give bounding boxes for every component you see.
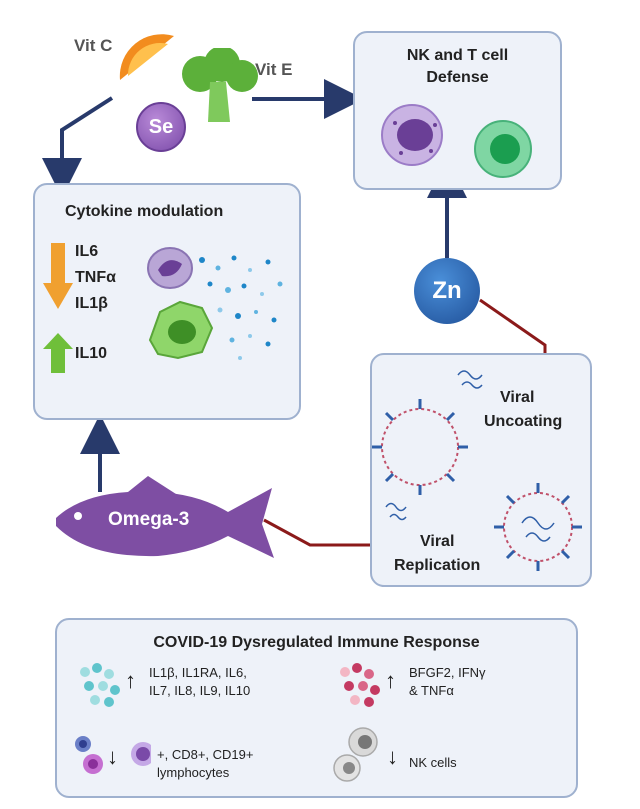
- cytokine-down-1: IL6: [75, 243, 99, 260]
- nk-title-line2: Defense: [426, 69, 489, 86]
- cytokine-up-1: IL10: [75, 345, 108, 362]
- viral-box: Viral Uncoating Viral Replication: [370, 353, 592, 587]
- orange-slice-icon: [119, 34, 174, 80]
- vitc-to-cytokine-arrow: [42, 96, 114, 198]
- legend-item2-line2: & TNFα: [409, 683, 454, 698]
- legend-item1-arrow-up-icon: ↑: [125, 668, 136, 693]
- up-arrow-icon: [43, 333, 73, 373]
- replication-label-1: Viral: [420, 533, 455, 550]
- virus-left: [372, 399, 468, 495]
- zn-label: Zn: [432, 277, 462, 304]
- nk-title-line1: NK and T cell: [406, 47, 509, 64]
- cytokine-down-3: IL1β: [75, 295, 108, 312]
- uncoating-label-1: Viral: [500, 389, 535, 406]
- nk-cells-illustration: [381, 104, 532, 178]
- uncoating-label-2: Uncoating: [484, 413, 563, 430]
- replication-label-2: Replication: [394, 557, 481, 574]
- cytokine-title: Cytokine modulation: [65, 203, 224, 220]
- legend-item1-line2: IL7, IL8, IL9, IL10: [149, 683, 251, 698]
- zn-circle: Zn: [414, 258, 480, 324]
- legend-title: COVID-19 Dysregulated Immune Response: [153, 634, 480, 651]
- cytokine-dots-icon: [80, 663, 120, 707]
- legend-item4-arrow-down-icon: ↓: [387, 744, 398, 769]
- legend-item3-line1: +, CD8+, CD19+: [157, 747, 254, 762]
- omega3-label: Omega-3: [108, 509, 190, 530]
- legend-item3-arrow-down-icon: ↓: [107, 744, 118, 769]
- se-label: Se: [148, 116, 174, 138]
- vit-c-label: Vit C: [74, 36, 113, 55]
- cytokine-modulation-box: Cytokine modulation IL6 TNFα IL1β IL10: [33, 183, 301, 420]
- broccoli-icon: [182, 48, 258, 122]
- nk-cells-gray-icon: [333, 727, 378, 782]
- legend-item3-line2: lymphocytes: [157, 765, 230, 780]
- legend-panel: COVID-19 Dysregulated Immune Response ↑ …: [55, 618, 578, 798]
- pink-dots-icon: [340, 663, 380, 707]
- omega3-inhibits-replication: [263, 518, 382, 547]
- down-arrow-icon: [43, 243, 73, 309]
- legend-item2-line1: BFGF2, IFNγ: [409, 665, 486, 680]
- legend-item4-line1: NK cells: [409, 755, 457, 770]
- fish-icon: [56, 476, 274, 558]
- lymphocyte-cells-icon: [75, 736, 151, 774]
- nk-defense-box: NK and T cell Defense: [353, 31, 562, 190]
- virus-illustration: [372, 370, 582, 571]
- rna-left: [385, 502, 407, 521]
- vit-e-label: Vit E: [255, 60, 293, 79]
- cytokine-down-2: TNFα: [75, 269, 116, 286]
- immune-cells-illustration: [147, 247, 283, 360]
- legend-item2-arrow-up-icon: ↑: [385, 668, 396, 693]
- virus-right: [494, 483, 582, 571]
- se-circle: Se: [136, 102, 186, 152]
- rna-top: [457, 370, 483, 389]
- legend-item1-line1: IL1β, IL1RA, IL6,: [149, 665, 247, 680]
